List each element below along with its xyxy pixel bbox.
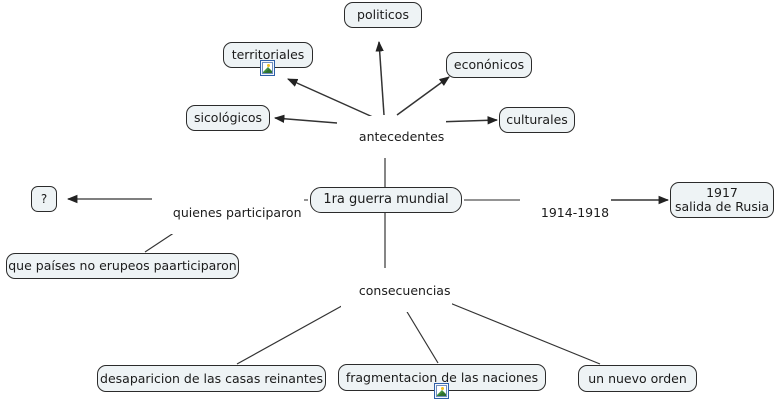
node-question-label: ? [40, 192, 48, 206]
node-central-1ra-guerra-mundial[interactable]: 1ra guerra mundial [310, 187, 462, 213]
image-icon-hill-small [438, 392, 446, 396]
node-sicologicos-label: sicológicos [193, 110, 263, 125]
image-icon[interactable] [260, 60, 275, 76]
image-icon-inner [436, 385, 447, 397]
node-culturales[interactable]: culturales [499, 107, 575, 133]
node-econonicos-label: econónicos [453, 57, 525, 72]
link-antecedentes-sicologicos [273, 114, 338, 124]
node-paises-no-europeos[interactable]: que países no erupeos paarticiparon [6, 253, 239, 279]
node-sicologicos[interactable]: sicológicos [186, 105, 270, 131]
link-antecedentes-politicos [375, 40, 385, 116]
node-desaparicion[interactable]: desaparicion de las casas reinantes [97, 365, 326, 392]
link-label-anios-text: 1914-1918 [540, 205, 610, 220]
node-nuevo-orden[interactable]: un nuevo orden [578, 365, 697, 392]
image-icon-hill-small [264, 69, 272, 73]
image-icon-sun [441, 387, 444, 390]
node-fragmentacion[interactable]: fragmentacion de las naciones [338, 364, 546, 391]
link-antecedentes-econonicos [396, 76, 450, 116]
image-icon[interactable] [434, 383, 449, 399]
link-antecedentes-territoriales [287, 78, 376, 119]
link-label-quienes-participaron[interactable]: quienes participaron [155, 192, 304, 234]
node-politicos-label: politicos [357, 7, 409, 22]
image-icon-sun [267, 64, 270, 67]
hub-consecuencias-label: consecuencias [358, 283, 451, 298]
hub-antecedentes[interactable]: antecedentes [341, 116, 447, 158]
node-salida-rusia[interactable]: 1917 salida de Rusia [670, 182, 774, 218]
node-nuevo-orden-label: un nuevo orden [588, 370, 687, 386]
node-desaparicion-label: desaparicion de las casas reinantes [100, 370, 323, 386]
node-econonicos[interactable]: econónicos [446, 52, 532, 78]
hub-antecedentes-label: antecedentes [358, 129, 445, 144]
node-paises-no-europeos-label: que países no erupeos paarticiparon [8, 258, 237, 273]
link-label-quienes-participaron-text: quienes participaron [172, 205, 302, 220]
image-icon-inner [262, 62, 273, 74]
node-culturales-label: culturales [506, 112, 568, 127]
node-salida-rusia-label: 1917 salida de Rusia [675, 185, 769, 214]
node-territoriales-label: territoriales [231, 47, 305, 62]
hub-consecuencias[interactable]: consecuencias [341, 270, 453, 312]
node-central-label: 1ra guerra mundial [323, 192, 449, 207]
link-label-anios[interactable]: 1914-1918 [523, 192, 612, 234]
node-question[interactable]: ? [31, 186, 57, 212]
node-fragmentacion-label: fragmentacion de las naciones [345, 369, 539, 385]
node-politicos[interactable]: politicos [344, 2, 422, 28]
